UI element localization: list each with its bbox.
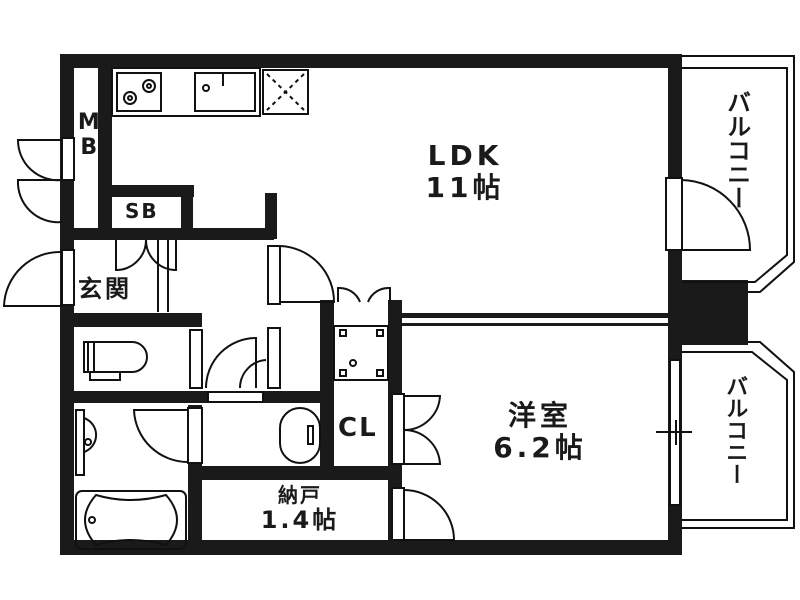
meter-box-label: MB bbox=[76, 110, 102, 160]
balconies bbox=[682, 55, 795, 529]
storage-room: 納戸 1.4帖 bbox=[240, 484, 360, 535]
gas-stove-icon bbox=[116, 72, 162, 112]
entrance-label: 玄関 bbox=[78, 275, 132, 303]
shoe-box-label: SB bbox=[125, 199, 159, 223]
kitchen-counter bbox=[111, 67, 309, 117]
ldk-size: 11帖 bbox=[425, 171, 505, 205]
refrigerator-space-icon bbox=[262, 69, 309, 115]
western-room: 洋室 6.2帖 bbox=[480, 399, 600, 465]
walls bbox=[60, 54, 748, 555]
closet-label: CL bbox=[338, 413, 378, 443]
balcony-upper-label: バルコニー bbox=[722, 90, 751, 210]
balcony-lower-label: バルコニー bbox=[722, 375, 748, 485]
western-room-size: 6.2帖 bbox=[493, 431, 587, 465]
doors bbox=[2, 137, 752, 550]
ldk-room: LDK 11帖 bbox=[400, 139, 530, 205]
ldk-name: LDK bbox=[427, 139, 503, 172]
sink-icon bbox=[194, 72, 256, 112]
storage-size: 1.4帖 bbox=[260, 506, 340, 534]
western-room-name: 洋室 bbox=[507, 399, 572, 432]
storage-name: 納戸 bbox=[278, 483, 322, 507]
